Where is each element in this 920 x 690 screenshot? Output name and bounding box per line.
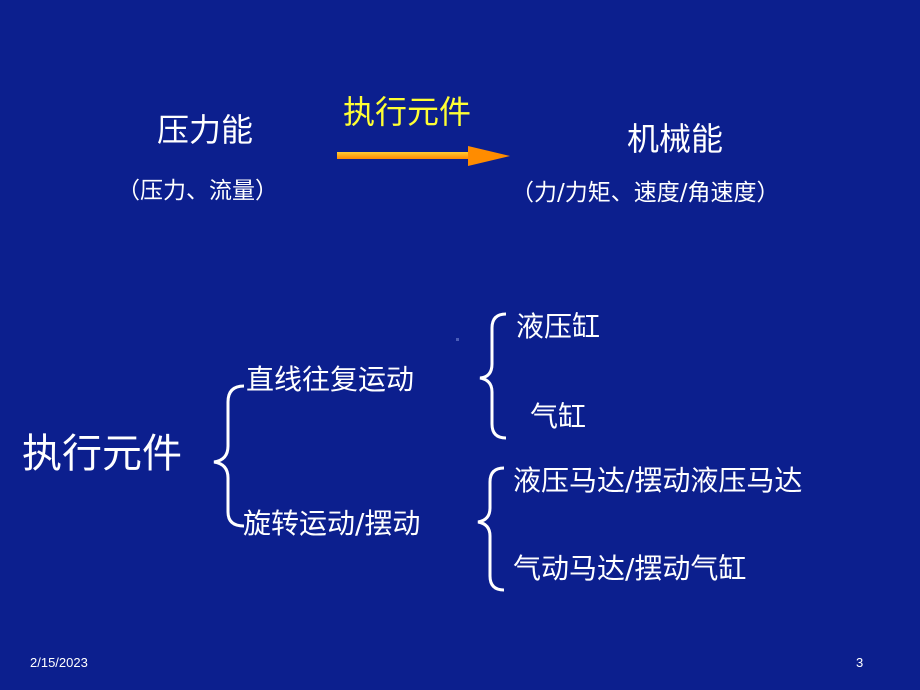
branch-linear-item-1: 液压缸 bbox=[516, 310, 601, 343]
target-sub: （力/力矩、速度/角速度） bbox=[511, 180, 780, 206]
rotary-brace bbox=[477, 466, 505, 592]
branch-linear-item-2: 气缸 bbox=[530, 400, 587, 433]
root-brace bbox=[213, 384, 245, 528]
source-sub: （压力、流量） bbox=[117, 178, 278, 204]
footer-date: 2/15/2023 bbox=[30, 655, 88, 670]
conversion-arrow bbox=[337, 146, 510, 166]
source-label: 压力能 bbox=[157, 111, 254, 149]
linear-brace bbox=[479, 312, 507, 440]
footer-page-number: 3 bbox=[856, 655, 864, 670]
arrow-label: 执行元件 bbox=[343, 93, 472, 131]
branch-linear-label: 直线往复运动 bbox=[246, 363, 415, 396]
tree-root: 执行元件 bbox=[22, 431, 182, 477]
branch-rotary-label: 旋转运动/摆动 bbox=[243, 507, 421, 540]
branch-rotary-item-1: 液压马达/摆动液压马达 bbox=[513, 464, 803, 497]
target-label: 机械能 bbox=[627, 120, 724, 158]
decorative-dot bbox=[456, 338, 459, 341]
branch-rotary-item-2: 气动马达/摆动气缸 bbox=[513, 552, 747, 585]
